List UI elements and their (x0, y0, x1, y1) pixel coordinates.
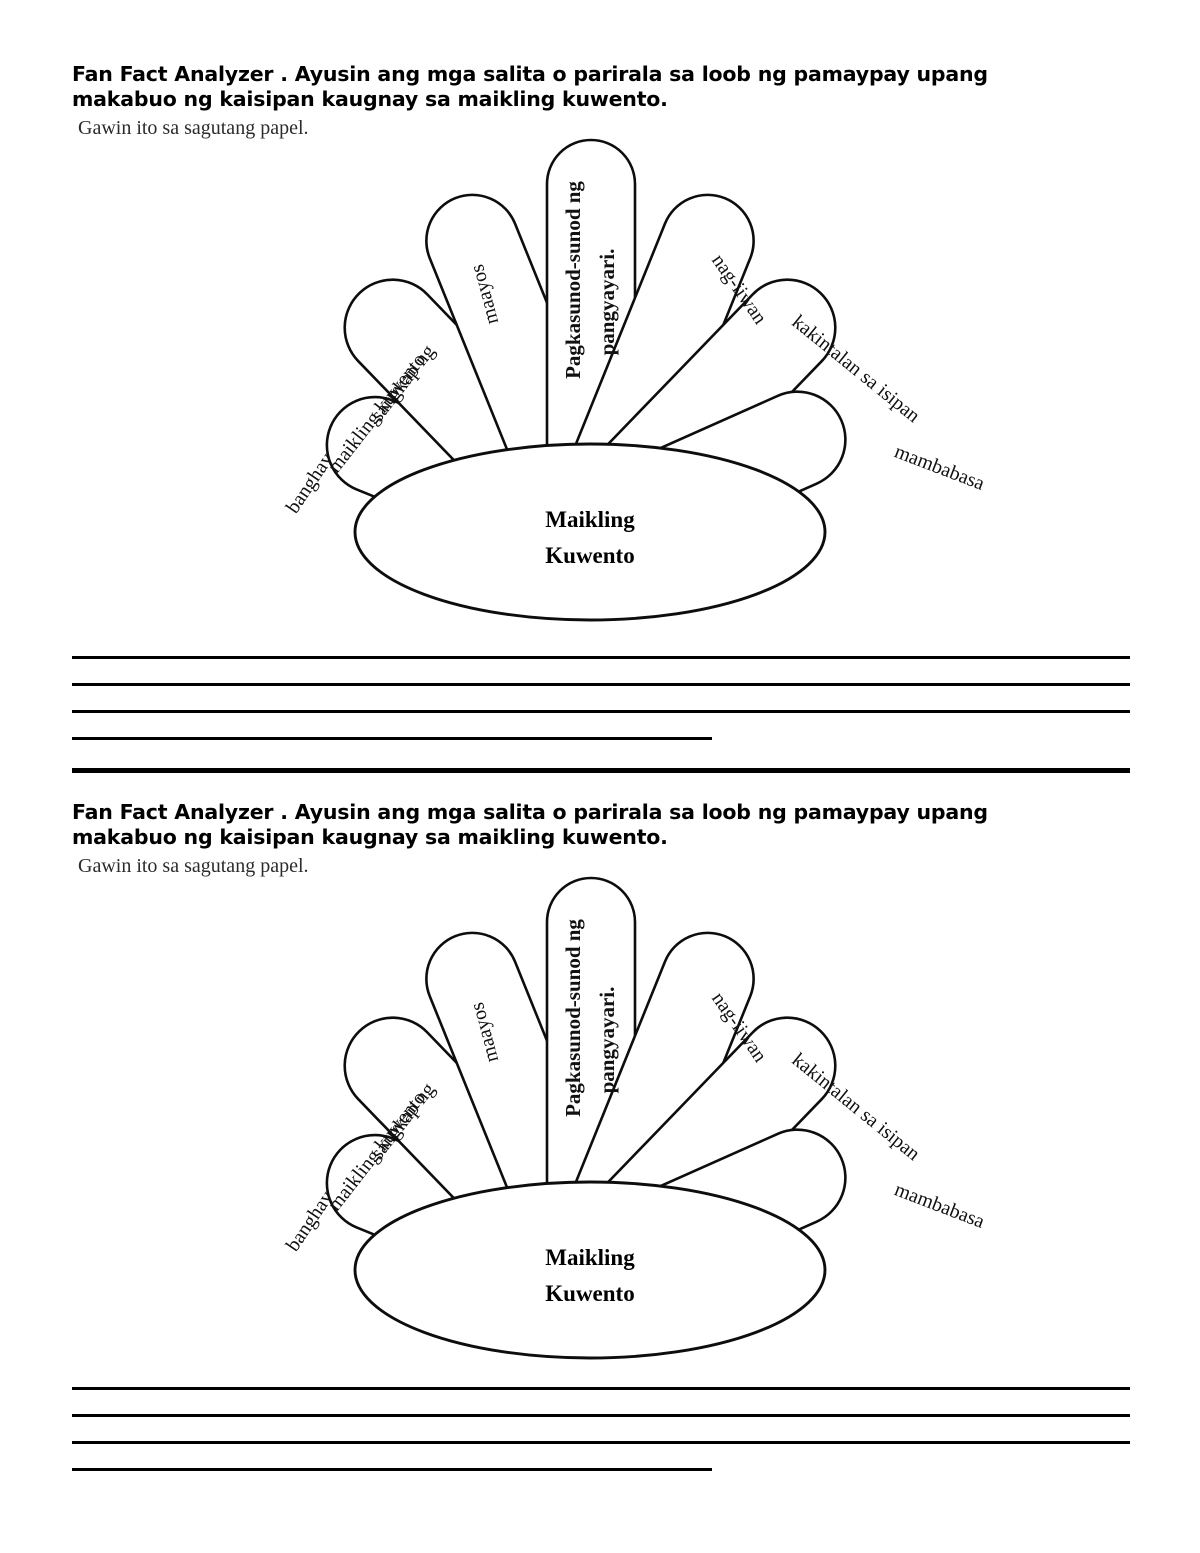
answer-lines-2 (72, 1387, 1130, 1471)
answer-line[interactable] (72, 1441, 1130, 1444)
core-label-line1: Maikling (545, 507, 635, 532)
answer-line[interactable] (72, 656, 1130, 659)
fan-diagram-svg: banghay sangkap ng maikling kuwento maay… (282, 138, 988, 622)
answer-line[interactable] (72, 1414, 1130, 1417)
heading-block-2: Fan Fact Analyzer . Ayusin ang mga salit… (72, 800, 1082, 878)
line-gap (72, 1390, 1130, 1414)
core-ellipse (353, 1180, 827, 1360)
core-label-line2: Kuwento (545, 1281, 634, 1306)
page-title: Fan Fact Analyzer . Ayusin ang mga salit… (72, 62, 995, 111)
answer-line[interactable] (72, 683, 1130, 686)
answer-line[interactable] (72, 1387, 1130, 1390)
instruction-subtitle: Gawin ito sa sagutang papel. (78, 855, 309, 877)
answer-line[interactable] (72, 710, 1130, 713)
instruction-subtitle: Gawin ito sa sagutang papel. (78, 117, 309, 139)
fan-diagram-2: banghay sangkap ng maikling kuwento maay… (60, 870, 1140, 1380)
line-gap (72, 659, 1130, 683)
petal-label-pagkasunod-2: pangyayari. (595, 249, 619, 356)
core-label-line2: Kuwento (545, 543, 634, 568)
page-title: Fan Fact Analyzer . Ayusin ang mga salit… (72, 800, 995, 849)
core-label-line1: Maikling (545, 1245, 635, 1270)
line-gap (72, 713, 1130, 737)
line-gap (72, 1444, 1130, 1468)
core-ellipse (353, 442, 827, 622)
answer-line[interactable] (72, 737, 712, 740)
fan-diagram-svg: banghay sangkap ng maikling kuwento maay… (282, 876, 988, 1360)
line-gap (72, 1417, 1130, 1441)
petal-label-mambabasa: mambabasa (891, 441, 987, 495)
answer-line[interactable] (72, 1468, 712, 1471)
petal-label-pagkasunod-2: pangyayari. (595, 987, 619, 1094)
answer-lines-1 (72, 656, 1130, 773)
petal-label-pagkasunod-1: Pagkasunod-sunod ng (561, 181, 585, 379)
petal-label-mambabasa: mambabasa (891, 1179, 987, 1233)
section-separator (72, 768, 1130, 773)
heading-block-1: Fan Fact Analyzer . Ayusin ang mga salit… (72, 62, 1082, 140)
fan-diagram-1: banghay sangkap ng maikling kuwento maay… (60, 132, 1140, 642)
line-gap (72, 686, 1130, 710)
line-gap (72, 740, 1130, 768)
petal-label-pagkasunod-1: Pagkasunod-sunod ng (561, 919, 585, 1117)
